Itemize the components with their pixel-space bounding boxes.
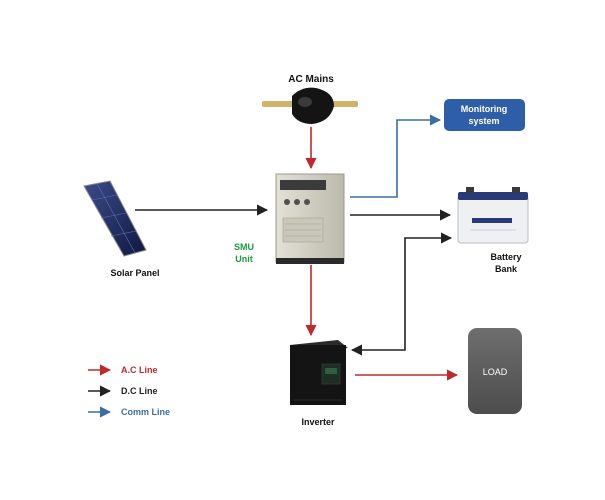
monitoring-label-line1: Monitoring [461, 104, 508, 114]
battery-label-line1: Battery [490, 252, 521, 262]
smu-label-line1: SMU [234, 242, 254, 252]
legend-item-dc: D.C Line [88, 385, 158, 397]
load-box: LOAD [468, 328, 522, 414]
monitoring-label-line2: system [468, 116, 499, 126]
legend-dc-label: D.C Line [121, 386, 158, 396]
legend-item-ac: A.C Line [88, 364, 158, 376]
load-label: LOAD [483, 367, 508, 377]
legend-ac-label: A.C Line [121, 365, 158, 375]
smu-unit-icon [275, 173, 345, 264]
battery-bank-icon [457, 187, 529, 244]
legend-comm-label: Comm Line [121, 407, 170, 417]
battery-label-line2: Bank [495, 264, 518, 274]
solar-panel-icon [83, 180, 147, 257]
ac-mains-label: AC Mains [288, 74, 334, 85]
inverter-label: Inverter [301, 417, 335, 427]
battery-inverter-line [350, 232, 453, 356]
legend: A.C Line D.C Line Comm Line [88, 364, 170, 418]
smu-label-line2: Unit [235, 254, 253, 264]
smu-to-monitoring-line [350, 114, 442, 198]
inverter-icon [290, 340, 348, 405]
solar-panel-label: Solar Panel [110, 268, 159, 278]
monitoring-system-box: Monitoring system [444, 99, 525, 131]
ac-plug-icon [262, 87, 358, 124]
legend-item-comm: Comm Line [88, 406, 170, 418]
